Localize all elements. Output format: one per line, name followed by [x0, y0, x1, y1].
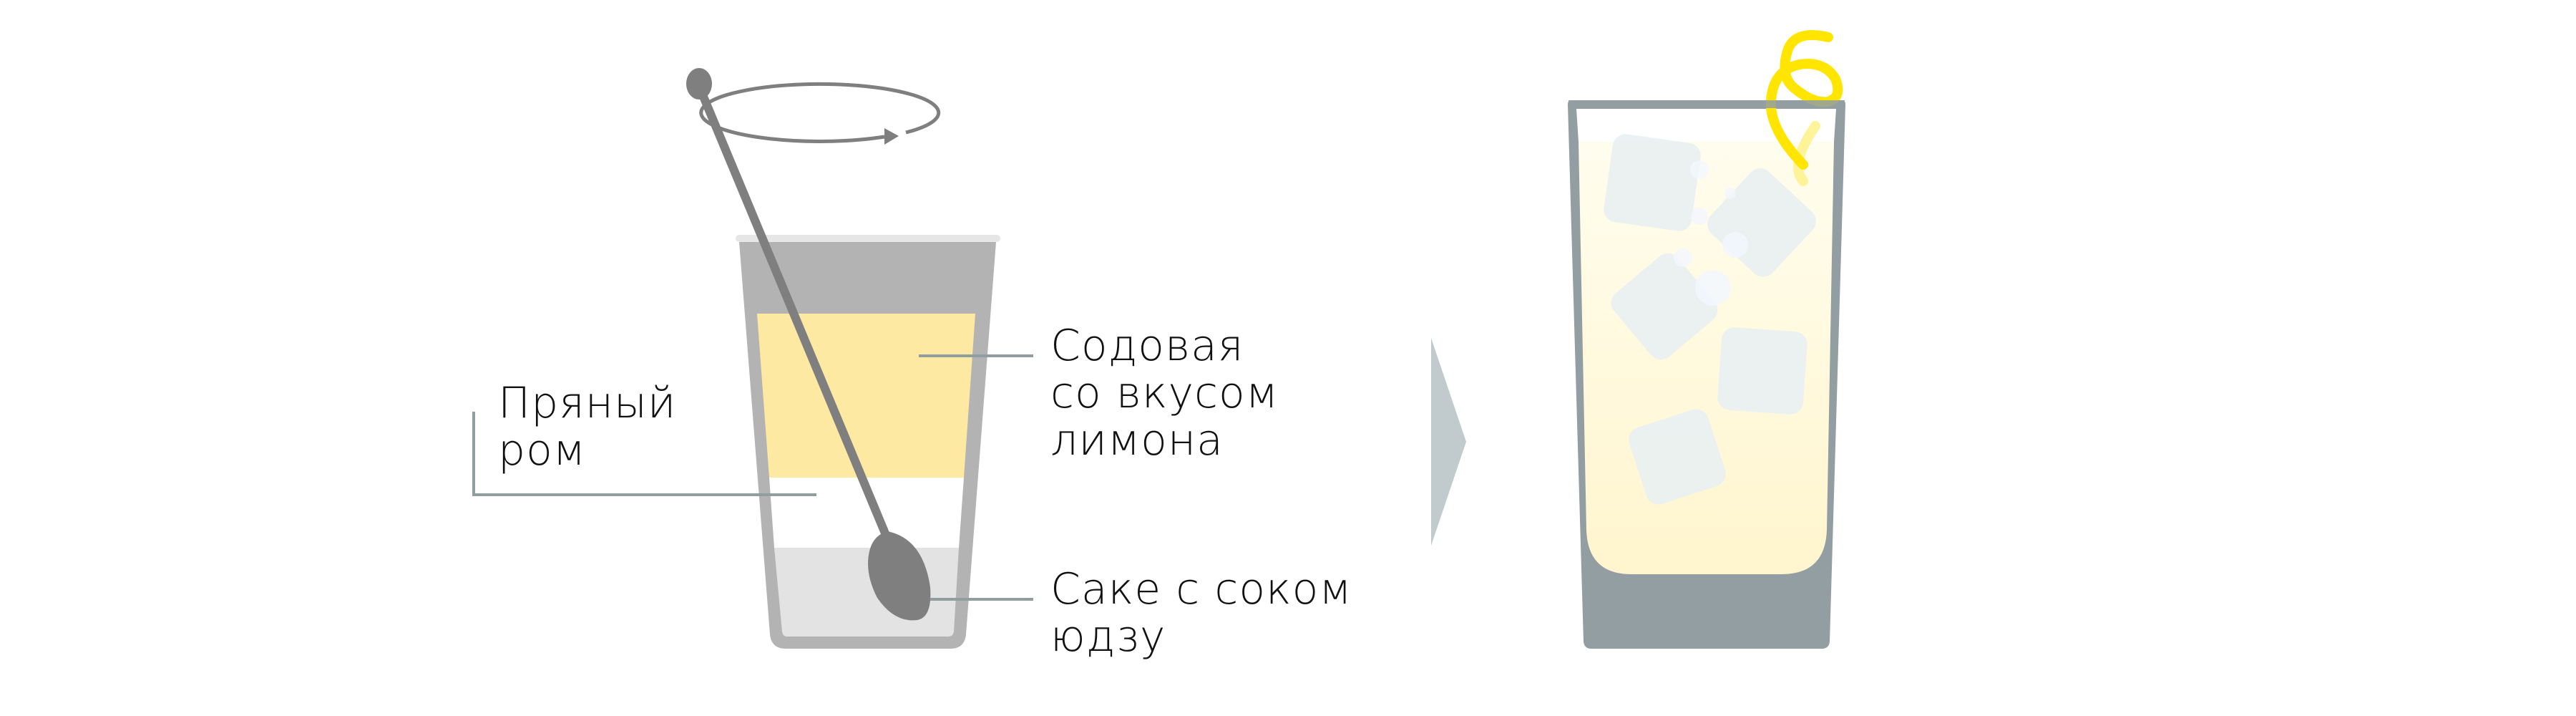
- leader-lines: [472, 354, 1033, 601]
- stir-arrow-icon: [699, 82, 941, 145]
- right-glass: [1568, 29, 1845, 649]
- ice-cube: [1629, 409, 1726, 505]
- soda-layer: [757, 314, 975, 478]
- label-line: Саке с соком: [1050, 564, 1352, 614]
- label-lemon-soda: Содовая со вкусом лимона: [1050, 322, 1279, 464]
- ice-cube: [1611, 253, 1718, 360]
- label-yuzu-sake: Саке с соком юдзу: [1050, 566, 1352, 660]
- sake-layer: [774, 548, 959, 637]
- ice-cube: [1717, 327, 1807, 415]
- label-line: Пряный: [498, 378, 677, 428]
- bubbles: [1674, 160, 1748, 306]
- bar-spoon-icon: [686, 68, 931, 621]
- left-glass: [736, 235, 1000, 649]
- glass-rim: [736, 235, 1000, 242]
- label-line: со вкусом: [1050, 368, 1279, 418]
- label-line: ром: [498, 425, 587, 475]
- label-spiced-rum: Пряный ром: [498, 379, 676, 474]
- transition-arrow-icon: [1431, 338, 1466, 546]
- ice-cube: [1604, 134, 1701, 231]
- label-line: Содовая: [1050, 321, 1244, 371]
- rum-leader-line: [472, 412, 816, 496]
- rum-layer: [769, 478, 964, 548]
- label-line: юдзу: [1050, 611, 1166, 662]
- label-line: лимона: [1050, 415, 1224, 465]
